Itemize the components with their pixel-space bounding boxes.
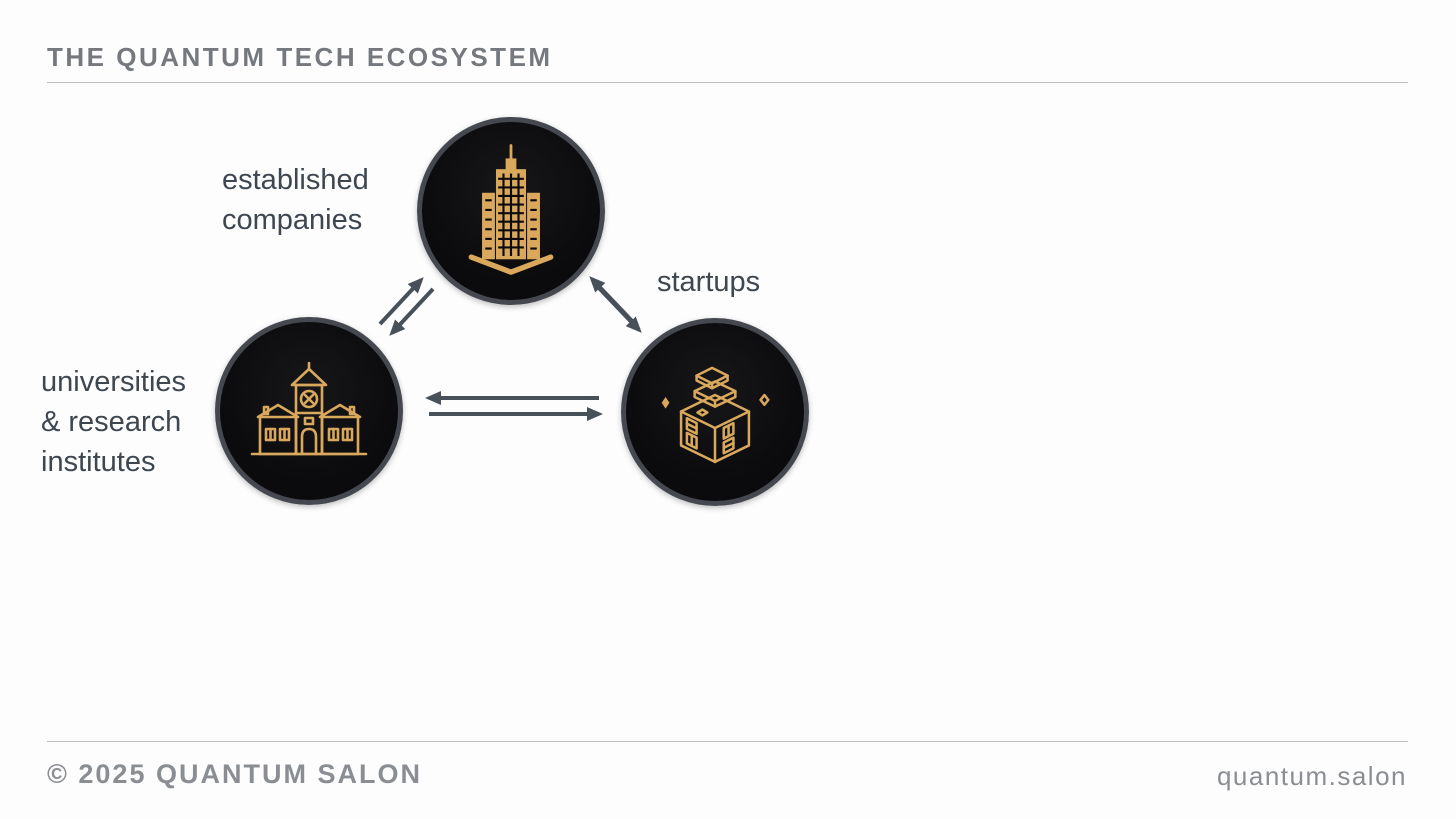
- label-universities-research-institutes: universities & research institutes: [41, 366, 187, 478]
- label-established-companies: established companies: [222, 164, 369, 236]
- node-startups: [621, 318, 809, 506]
- footer-divider: [47, 741, 1408, 742]
- label-startups: startups: [657, 266, 761, 298]
- stacked-cubes-icon: [661, 366, 770, 464]
- arrow-universities-startups: [425, 391, 603, 421]
- node-established-companies: [417, 117, 605, 305]
- arrow-universities-established: [378, 277, 435, 336]
- node-universities-research-institutes: [215, 317, 403, 505]
- office-tower-icon: [468, 144, 554, 275]
- footer-site-url: quantum.salon: [1216, 761, 1407, 791]
- page-title: THE QUANTUM TECH ECOSYSTEM: [47, 42, 553, 72]
- footer-copyright: © 2025 QUANTUM SALON: [47, 759, 422, 789]
- header-divider: [47, 82, 1408, 83]
- arrow-established-startups: [589, 276, 642, 333]
- university-hall-icon: [250, 361, 368, 455]
